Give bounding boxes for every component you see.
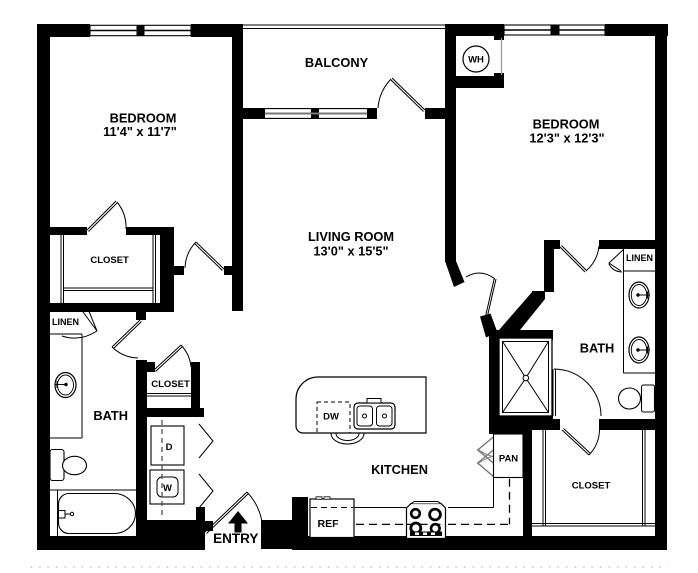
svg-text:WH: WH bbox=[468, 55, 484, 66]
svg-text:LIVING ROOM: LIVING ROOM bbox=[308, 229, 394, 244]
svg-text:BEDROOM: BEDROOM bbox=[533, 117, 600, 132]
svg-text:CLOSET: CLOSET bbox=[90, 255, 129, 266]
svg-text:13'0" x 15'5": 13'0" x 15'5" bbox=[313, 244, 388, 259]
svg-text:LINEN: LINEN bbox=[626, 253, 653, 263]
svg-text:D: D bbox=[166, 442, 173, 453]
svg-text:ENTRY: ENTRY bbox=[213, 531, 258, 546]
svg-text:W: W bbox=[163, 483, 172, 494]
svg-text:BEDROOM: BEDROOM bbox=[110, 111, 177, 126]
svg-text:PAN: PAN bbox=[499, 454, 518, 465]
svg-text:BALCONY: BALCONY bbox=[305, 55, 369, 70]
svg-text:DW: DW bbox=[323, 412, 339, 423]
svg-text:12'3" x 12'3": 12'3" x 12'3" bbox=[529, 131, 604, 146]
svg-text:REF: REF bbox=[318, 518, 340, 530]
svg-text:CLOSET: CLOSET bbox=[151, 379, 190, 390]
svg-text:BATH: BATH bbox=[93, 408, 128, 423]
svg-text:11'4" x 11'7": 11'4" x 11'7" bbox=[103, 124, 177, 139]
svg-text:CLOSET: CLOSET bbox=[572, 481, 611, 492]
svg-text:KITCHEN: KITCHEN bbox=[371, 462, 428, 477]
svg-text:LINEN: LINEN bbox=[52, 317, 79, 327]
svg-text:BATH: BATH bbox=[580, 341, 615, 356]
